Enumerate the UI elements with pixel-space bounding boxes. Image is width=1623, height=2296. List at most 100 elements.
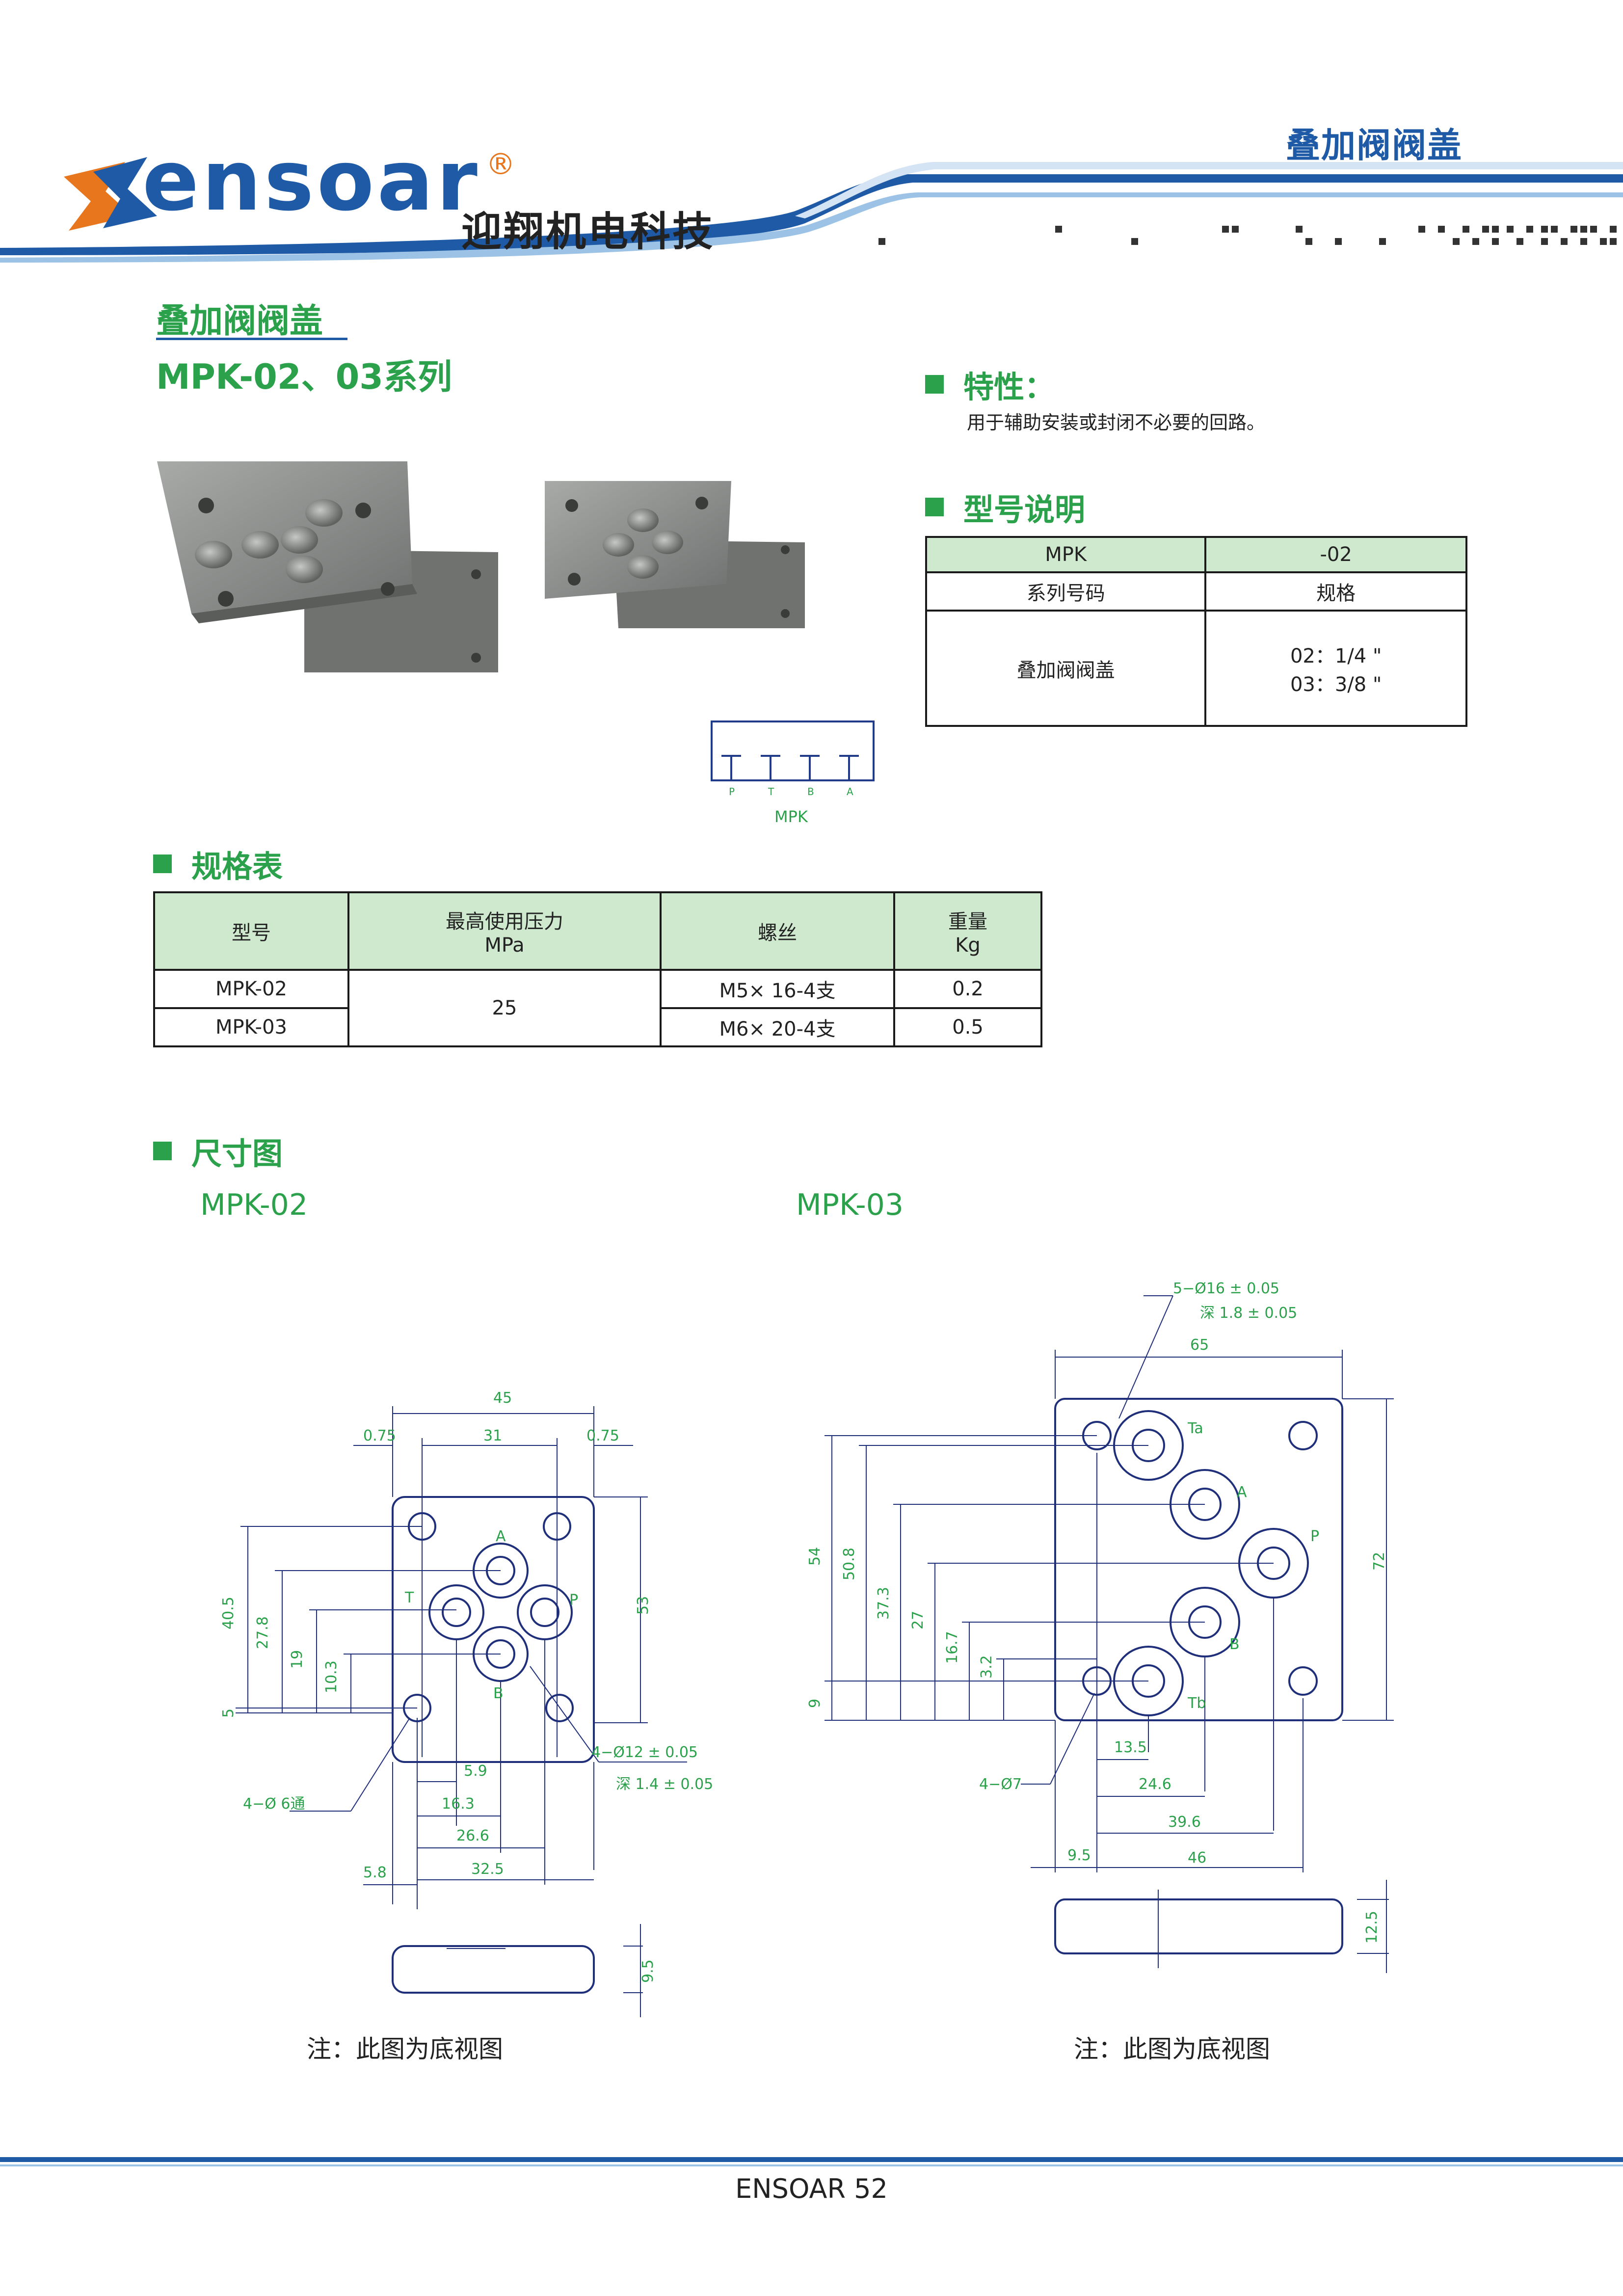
dim-5-9: 5.9: [464, 1762, 487, 1780]
model-cell-series: 系列号码: [925, 571, 1207, 612]
header-graphic: [0, 157, 1623, 263]
dim-31: 31: [483, 1427, 502, 1444]
dim-13-5: 13.5: [1114, 1739, 1147, 1756]
table-row: MPK-02 25 M5× 16-4支 0.2: [153, 969, 1042, 1047]
section-bullet-icon: [153, 1142, 172, 1160]
spec-weight: 0.5: [893, 1007, 1042, 1047]
model-cell-spec: 规格: [1204, 571, 1467, 612]
spec-model: MPK-02: [153, 969, 349, 1009]
dim-9-5: 9.5: [1067, 1847, 1091, 1864]
left-photo-holes: [195, 498, 481, 663]
callout-ports-03: 5−Ø16 ± 0.05: [1173, 1280, 1279, 1297]
port-label-b: B: [807, 786, 814, 798]
footer-rule-thick: [0, 2157, 1623, 2162]
section-bullet-icon: [153, 854, 172, 873]
registered-mark: ®: [486, 147, 515, 182]
features-heading: 特性：: [925, 362, 1055, 406]
model-explain-heading: 型号说明: [925, 485, 1085, 529]
dim-24-6: 24.6: [1139, 1776, 1171, 1793]
model-cell-mpk: MPK: [925, 536, 1207, 573]
spec-header-model: 型号: [153, 891, 349, 971]
dim-5-8: 5.8: [363, 1864, 387, 1881]
dim-50-8: 50.8: [841, 1548, 858, 1580]
spec-pressure: 25: [347, 969, 662, 1047]
hydraulic-symbol: P T B A MPK: [711, 721, 875, 826]
spec-header-pressure: 最高使用压力 MPa: [347, 891, 662, 971]
port-ta: Ta: [1187, 1420, 1203, 1437]
note-left: 注：此图为底视图: [307, 2035, 503, 2063]
dim-53: 53: [635, 1596, 652, 1615]
size-line-02: 02：1/4 ": [1290, 644, 1382, 667]
dim-075-right: 0.75: [586, 1427, 619, 1444]
dim-27: 27: [909, 1611, 927, 1629]
dim-12-5: 12.5: [1363, 1911, 1381, 1944]
dim-54: 54: [806, 1547, 824, 1566]
title-underline: [156, 338, 347, 340]
header-section-title: 叠加阀阀盖: [1286, 125, 1463, 165]
dim-27-8: 27.8: [254, 1616, 271, 1649]
dim-075-left: 0.75: [363, 1427, 396, 1444]
footer-rule-thin: [0, 2164, 1623, 2166]
dim-32-5: 32.5: [471, 1861, 504, 1878]
drawing-mpk03: 5−Ø16 ± 0.05 深 1.8 ± 0.05 65 72 54 50.8 …: [806, 1280, 1394, 1973]
spec-screw: M5× 16-4支: [660, 969, 895, 1009]
dim-16-7: 16.7: [944, 1631, 961, 1664]
port-p-03: P: [1310, 1528, 1319, 1545]
table-row: MPK-03 M6× 20-4支 0.5: [153, 1007, 1042, 1047]
dim-9-5: 9.5: [639, 1959, 657, 1983]
port-a-03: A: [1237, 1484, 1247, 1501]
callout-holes: 4−Ø 6通: [243, 1795, 305, 1813]
dim-46: 46: [1188, 1849, 1206, 1867]
drawing-label-mpk03: MPK-03: [796, 1188, 904, 1222]
callout-holes-03: 4−Ø7: [979, 1776, 1022, 1793]
product-photo: [157, 461, 805, 672]
spec-weight: 0.2: [893, 969, 1042, 1009]
symbol-label: MPK: [774, 807, 808, 826]
dim-65: 65: [1190, 1336, 1209, 1354]
callout-depth: 深 1.4 ± 0.05: [616, 1776, 713, 1793]
product-title: 叠加阀阀盖: [156, 302, 323, 341]
spec-model: MPK-03: [153, 1007, 349, 1047]
dim-9: 9: [806, 1699, 824, 1708]
dim-19: 19: [289, 1650, 306, 1669]
series-title: MPK-02、03系列: [156, 357, 452, 397]
size-line-03: 03：3/8 ": [1290, 673, 1382, 696]
spec-heading: 规格表: [153, 842, 283, 886]
brand-logo-text: ensoar: [142, 133, 480, 230]
drawing-label-mpk02: MPK-02: [200, 1188, 308, 1222]
dim-16-3: 16.3: [442, 1795, 475, 1813]
model-explain-table: MPK -02 系列号码 规格 叠加阀阀盖 02：1/4 " 03：3/8 ": [925, 536, 1467, 727]
section-bullet-icon: [925, 375, 944, 394]
callout-ports: 4−Ø12 ± 0.05: [591, 1744, 698, 1761]
logo-emblem: [64, 157, 157, 231]
brand-chinese-name: 迎翔机电科技: [461, 209, 715, 255]
port-p: P: [569, 1592, 578, 1609]
dim-3-2: 3.2: [978, 1655, 995, 1679]
port-tb: Tb: [1187, 1695, 1206, 1712]
dim-37-3: 37.3: [875, 1587, 892, 1620]
port-b: B: [493, 1685, 504, 1702]
dim-45: 45: [493, 1389, 512, 1407]
callout-depth-03: 深 1.8 ± 0.05: [1200, 1305, 1297, 1322]
drawing-mpk02: 45 0.75 31 0.75 53 40.5 27.8 19 10.3 5 5…: [220, 1389, 713, 2017]
spec-table: 型号 最高使用压力 MPa 螺丝 重量 Kg MPK-02 25 M5× 16-…: [153, 891, 1042, 1047]
dim-72: 72: [1371, 1552, 1388, 1571]
dim-5: 5: [220, 1709, 237, 1718]
port-label-a: A: [847, 786, 853, 798]
port-a: A: [496, 1528, 506, 1545]
dim-39-6: 39.6: [1168, 1814, 1201, 1831]
spec-header-weight: 重量 Kg: [893, 891, 1042, 971]
features-text: 用于辅助安装或封闭不必要的回路。: [967, 412, 1266, 433]
dim-10-3: 10.3: [323, 1660, 340, 1693]
spec-screw: M6× 20-4支: [660, 1007, 895, 1047]
port-label-p: P: [729, 786, 735, 798]
model-cell-name: 叠加阀阀盖: [925, 610, 1207, 727]
model-cell-sizes: 02：1/4 " 03：3/8 ": [1204, 610, 1467, 727]
section-bullet-icon: [925, 498, 944, 516]
port-label-t: T: [768, 786, 774, 798]
dim-26-6: 26.6: [456, 1827, 489, 1844]
note-right: 注：此图为底视图: [1074, 2035, 1270, 2063]
port-b-03: B: [1229, 1636, 1240, 1653]
dimensions-heading: 尺寸图: [153, 1129, 283, 1173]
dim-40-5: 40.5: [220, 1597, 237, 1629]
